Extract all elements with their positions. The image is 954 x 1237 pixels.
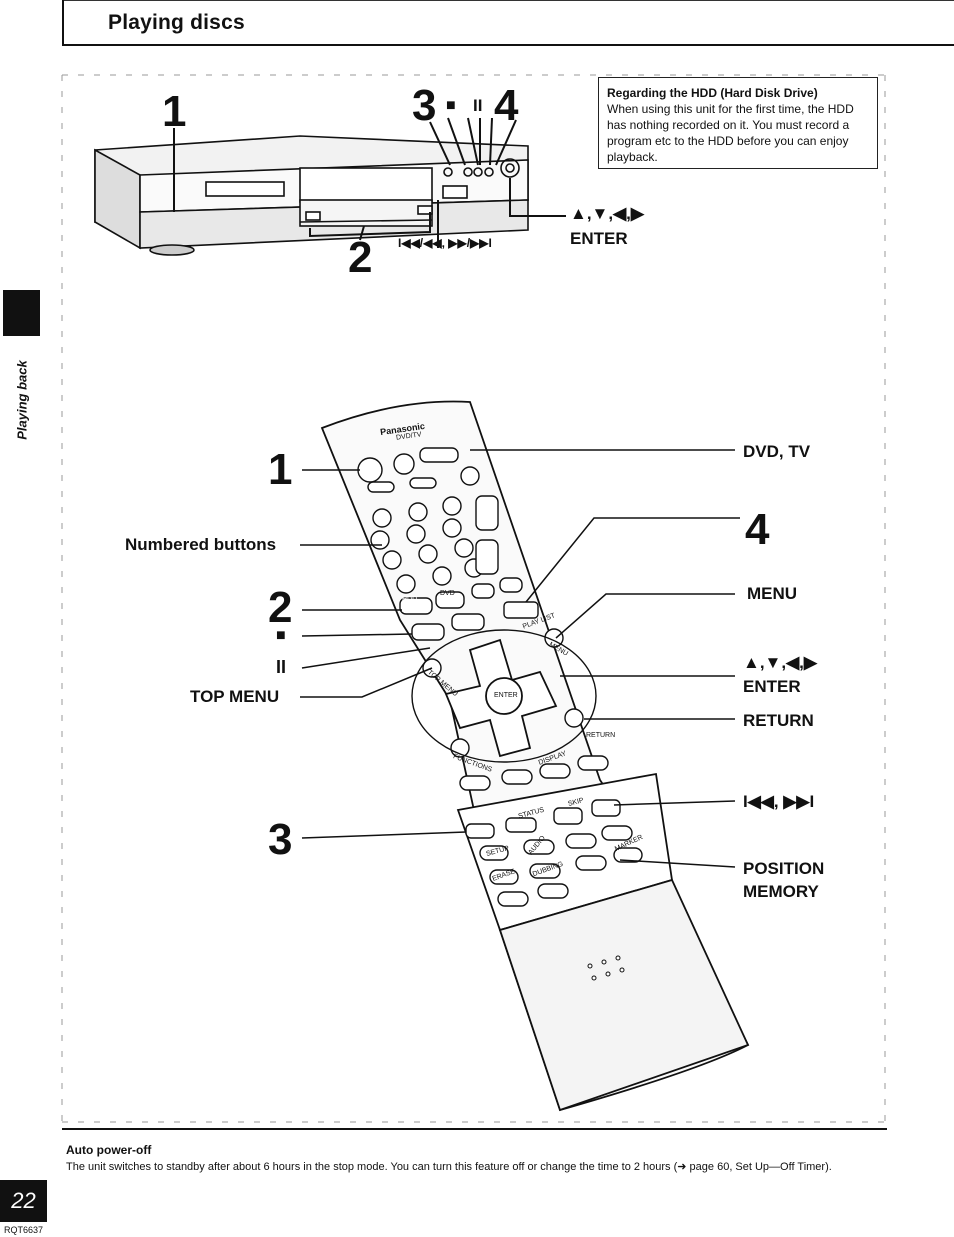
remote-return-text: RETURN <box>586 732 616 739</box>
hdd-note-title: Regarding the HDD (Hard Disk Drive) <box>607 86 818 100</box>
remote-step-2: 2 <box>268 583 293 632</box>
unit-step-1: 1 <box>162 87 187 136</box>
unit-step-4: 4 <box>494 81 519 130</box>
remote-control-illustration <box>320 400 750 1112</box>
remote-enter-label: ENTER <box>743 677 801 696</box>
remote-stop-symbol: ■ <box>276 627 286 644</box>
page-title: Playing discs <box>108 11 245 34</box>
unit-leader-lines <box>173 117 566 248</box>
page-number: 22 <box>0 1180 47 1222</box>
position-memory-label-line2: MEMORY <box>743 882 819 901</box>
dvd-recorder-illustration <box>94 135 529 256</box>
menu-label: MENU <box>747 584 798 603</box>
header-frame <box>62 0 954 46</box>
numbered-buttons-label: Numbered buttons <box>125 535 277 554</box>
header-top-rule <box>62 0 954 1</box>
unit-stop-symbol: ■ <box>446 97 456 114</box>
unit-arrows-label: ▲,▼,◀,▶ <box>570 204 644 223</box>
return-label: RETURN <box>743 711 814 730</box>
remote-hdd-text: HDD <box>402 596 418 603</box>
remote-pause-symbol: II <box>276 657 287 677</box>
unit-enter-label: ENTER <box>570 229 628 248</box>
dvd-tv-label: DVD, TV <box>743 442 811 461</box>
hdd-note-body: When using this unit for the first time,… <box>607 102 854 164</box>
remote-step-4: 4 <box>745 505 770 554</box>
footer-rule <box>62 1128 887 1130</box>
remote-enter-text: ENTER <box>494 692 518 699</box>
hdd-note-box: Regarding the HDD (Hard Disk Drive) When… <box>598 77 878 169</box>
document-code: RQT6637 <box>4 1225 44 1235</box>
unit-step-3: 3 <box>412 81 437 130</box>
remote-arrows-label: ▲,▼,◀,▶ <box>743 653 817 672</box>
remote-leader-lines <box>300 449 740 868</box>
unit-pause-symbol: II <box>473 96 483 115</box>
auto-power-off-text: The unit switches to standby after about… <box>66 1161 832 1173</box>
unit-skip-search-label: I◀◀/◀◀, ▶▶/▶▶I <box>398 236 492 250</box>
unit-step-2: 2 <box>348 233 373 282</box>
top-menu-label: TOP MENU <box>190 687 280 706</box>
remote-step-3: 3 <box>268 815 293 864</box>
position-memory-label-line1: POSITION <box>743 859 825 878</box>
auto-power-off-title: Auto power-off <box>66 1143 152 1157</box>
remote-step-1: 1 <box>268 445 293 494</box>
section-tab-marker <box>3 290 40 336</box>
skip-label: I◀◀, ▶▶I <box>743 792 815 811</box>
remote-dvd-text: DVD <box>440 590 455 597</box>
